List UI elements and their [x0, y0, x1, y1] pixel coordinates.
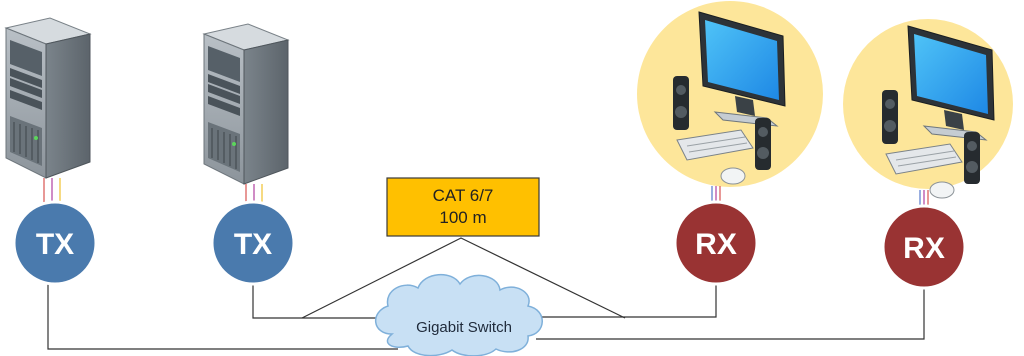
- rx-wires: [711, 186, 929, 207]
- server-icon: [5, 17, 91, 179]
- rx-node-label: RX: [695, 228, 737, 261]
- rx-node-2: RX: [881, 204, 967, 290]
- cable-type-label: CAT 6/7: [433, 186, 494, 205]
- connection-lines: [47, 237, 925, 350]
- tx2-to-switch-line: [252, 281, 395, 319]
- switch-label: Gigabit Switch: [416, 319, 512, 336]
- cable-length-label: 100 m: [439, 208, 486, 227]
- rx-node-1: RX: [673, 200, 759, 286]
- tx-node-1: TX: [12, 200, 98, 286]
- rx2-to-switch-line: [536, 285, 925, 340]
- tx-node-label: TX: [36, 228, 74, 261]
- tx-node-label: TX: [234, 228, 272, 261]
- cable-spec-box: CAT 6/7 100 m: [386, 177, 540, 237]
- cable-callout-lines: [301, 237, 626, 319]
- tx-wires: [43, 178, 263, 205]
- gigabit-switch-cloud: Gigabit Switch: [375, 274, 543, 356]
- rx1-to-switch-line: [538, 282, 717, 318]
- tx1-to-switch-line: [47, 282, 398, 350]
- rx-node-label: RX: [903, 232, 945, 265]
- server-icon: [203, 23, 289, 185]
- tx-node-2: TX: [210, 200, 296, 286]
